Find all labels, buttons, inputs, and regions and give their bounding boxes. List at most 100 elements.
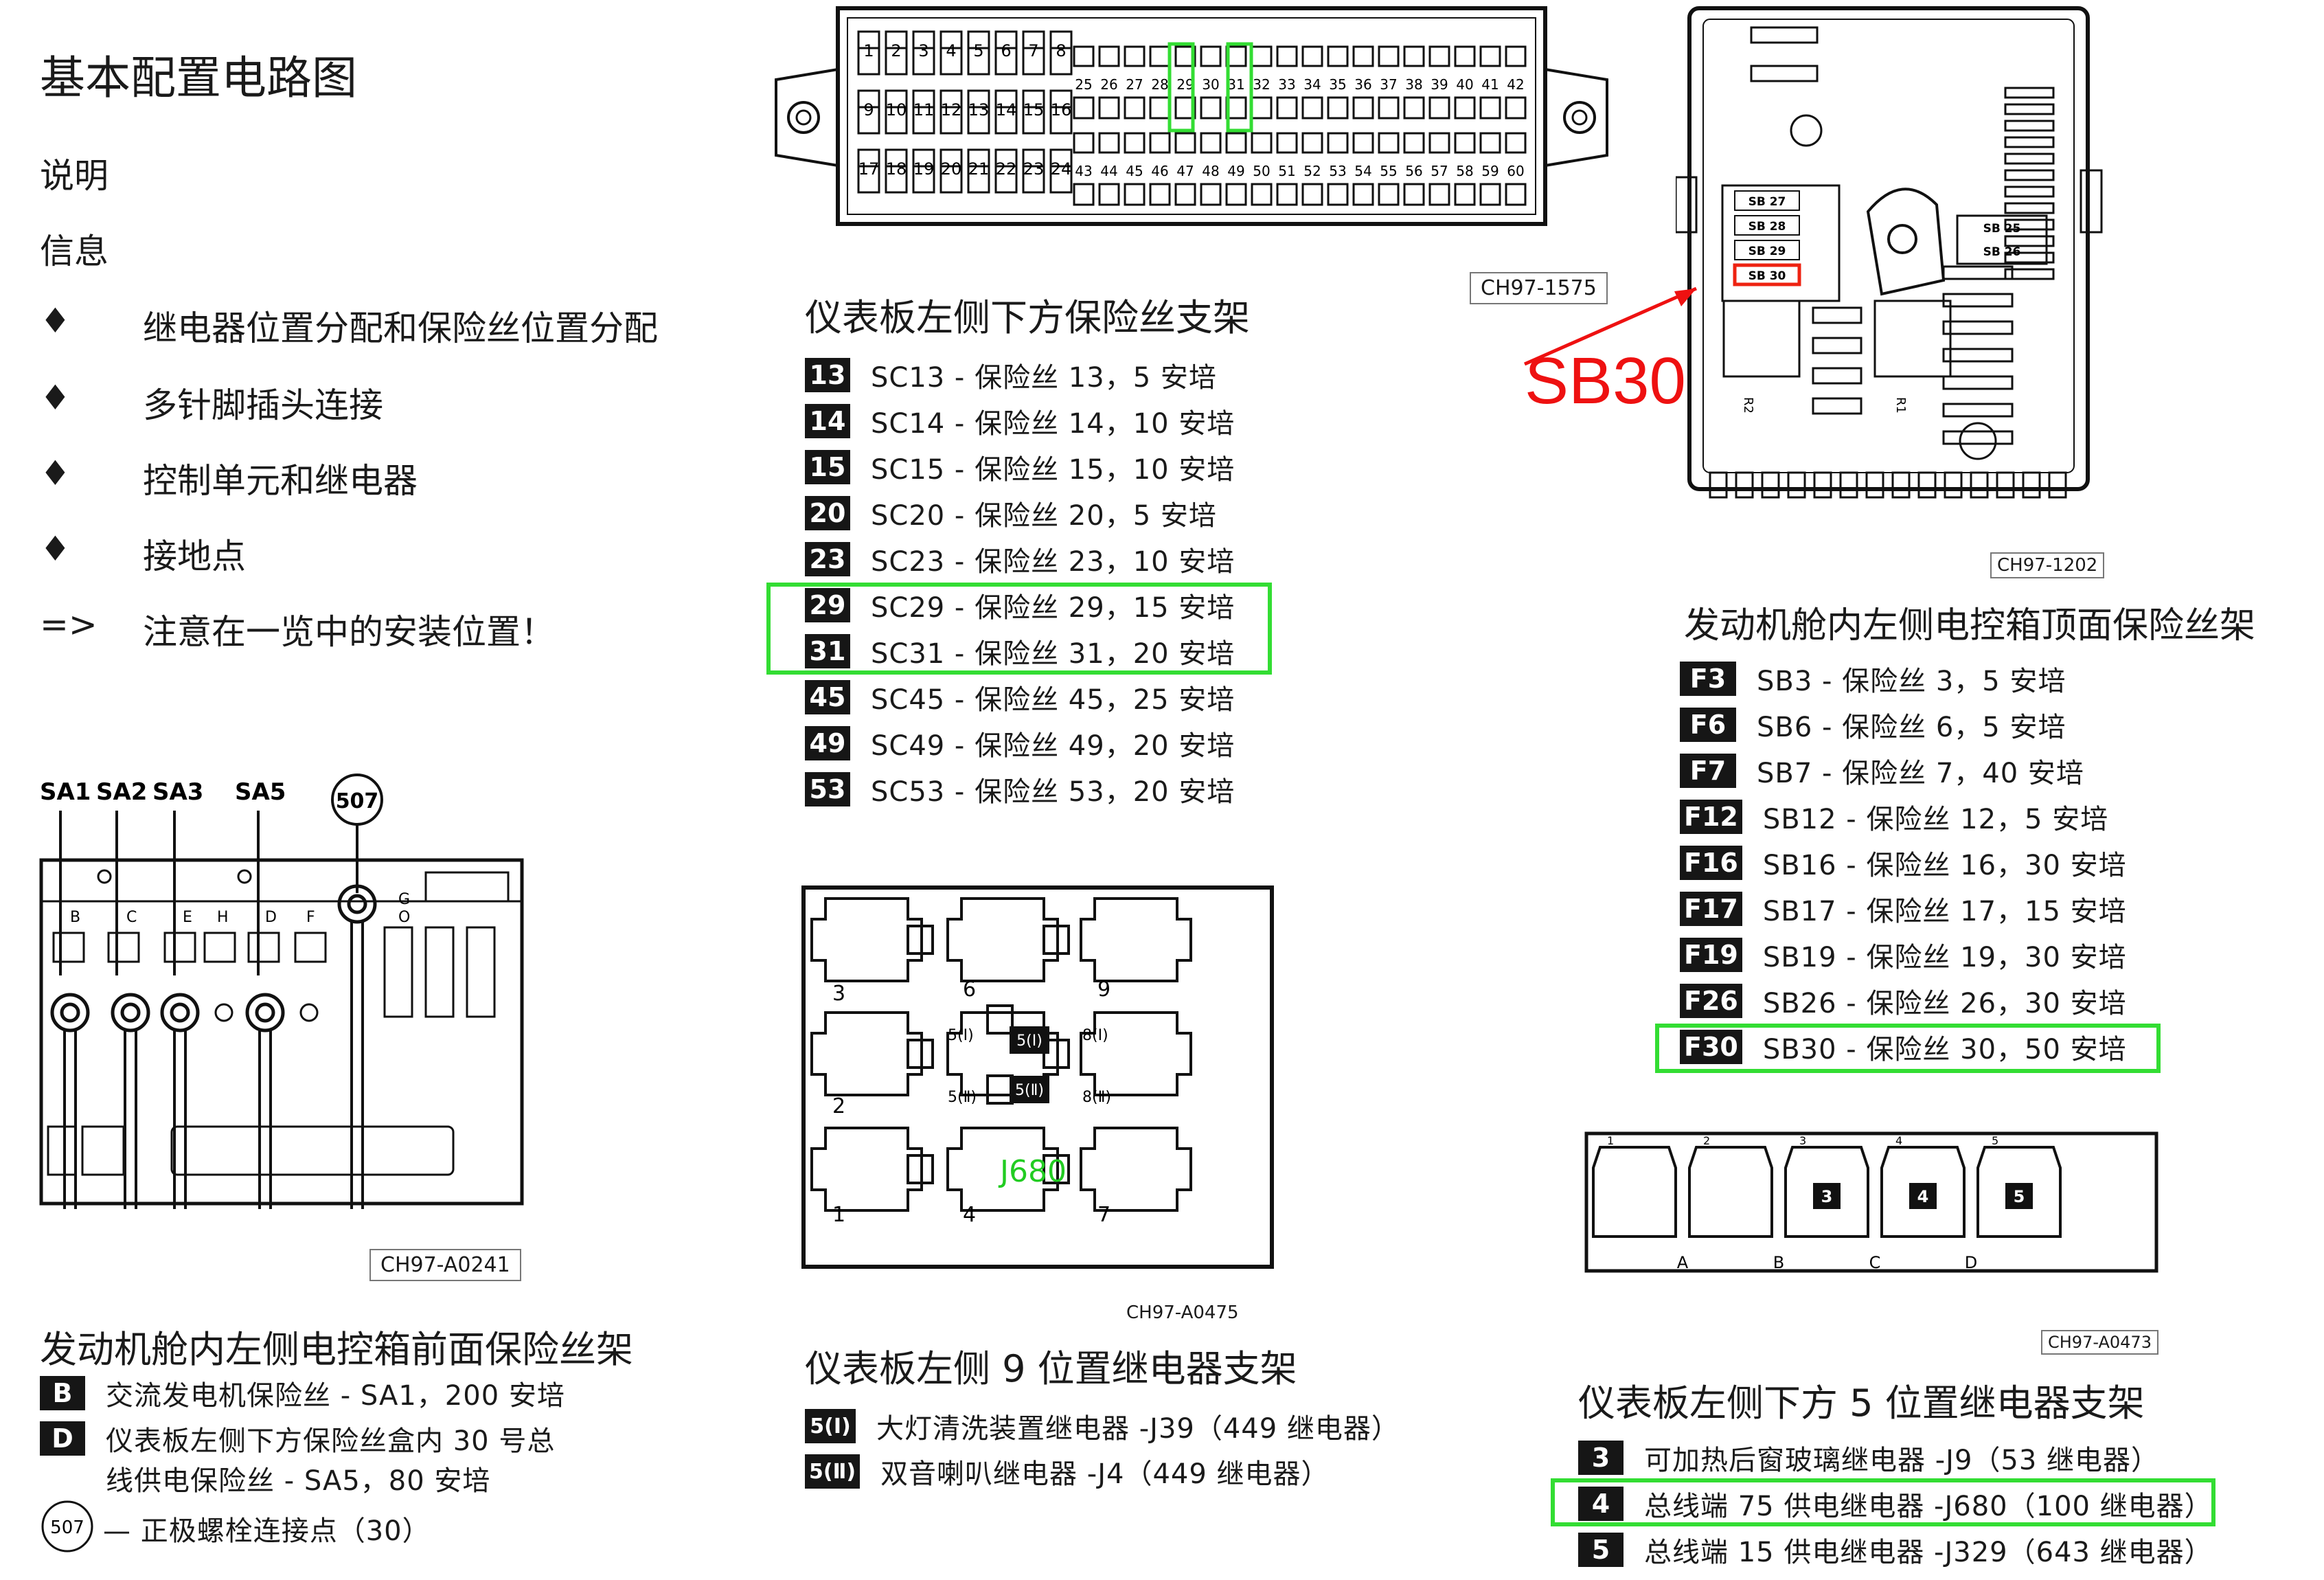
slot-letter: B [70, 909, 80, 926]
fuse-number: 18 [886, 159, 907, 179]
fuse-number: 60 [1507, 163, 1524, 179]
relay5-slot-number: 3 [1799, 1134, 1806, 1147]
sb30-callout-arrow [1523, 286, 1698, 366]
fuse-number: 48 [1202, 163, 1219, 179]
fuse-number: 34 [1303, 76, 1321, 93]
bullet-text: 注意在一览中的安装位置！ [143, 612, 555, 652]
bullet-text: 控制单元和继电器 [143, 461, 418, 501]
fuse-number: 53 [1329, 163, 1346, 179]
engine-fuse-text: SB16 - 保险丝 16，30 安培 [1762, 850, 2127, 881]
engine-fuse-text: SB19 - 保险丝 19，30 安培 [1762, 942, 2127, 973]
relay9-diagram: 3 6 9 2 1 4 7 5(Ⅰ) 5(Ⅱ) 8(Ⅰ) 8(Ⅱ) 5(Ⅰ) 5… [801, 885, 1274, 1269]
relay5-badge: 3 [1578, 1441, 1624, 1475]
label-sa3: SA3 [152, 778, 203, 806]
bullet-marker: ♦ [40, 453, 71, 493]
relay-badge: 5(Ⅱ) [1015, 1082, 1044, 1099]
relay-row-text: 双音喇叭继电器 -J4（449 继电器） [880, 1458, 1330, 1490]
circle-507-note-number: 507 [50, 1517, 84, 1538]
slot-letter: F [306, 909, 315, 926]
bullet-text: 继电器位置分配和保险丝位置分配 [143, 308, 658, 348]
engine-fuse-text: SB12 - 保险丝 12，5 安培 [1762, 804, 2109, 835]
side-letter: O [398, 909, 410, 926]
dash-fuse-text: SC20 - 保险丝 20，5 安培 [871, 500, 1217, 532]
relay5-letter: D [1965, 1253, 1977, 1272]
dash-fuse-badge: 15 [805, 450, 850, 484]
fuse-number: 45 [1126, 163, 1143, 179]
fuse-number: 5 [973, 41, 983, 60]
fuse-number: 49 [1227, 163, 1244, 179]
info-heading-1: 说明 [40, 156, 109, 196]
fuse-number: 20 [941, 159, 962, 179]
fuse-number: 55 [1380, 163, 1397, 179]
dash-fuse-text: SC31 - 保险丝 31，20 安培 [871, 638, 1235, 670]
bullet-marker: ♦ [40, 301, 71, 341]
relay5-badge: 4 [1917, 1187, 1929, 1206]
fuse-number: 50 [1253, 163, 1270, 179]
front-fuse-holder-diagram: SA1 SA2 SA3 SA5 507 B C E H D F G O [39, 774, 524, 1209]
fuse-number: 2 [891, 41, 901, 60]
relay-label: R1 [1893, 397, 1908, 414]
relay9-title: 仪表板左侧 9 位置继电器支架 [805, 1347, 1297, 1390]
fuse-number: 9 [863, 100, 874, 120]
fuse-number: 38 [1405, 76, 1422, 93]
fuse-number: 57 [1431, 163, 1448, 179]
engine-fuse-title: 发动机舱内左侧电控箱顶面保险丝架 [1684, 605, 2256, 646]
info-heading-2: 信息 [40, 232, 109, 271]
highlight-fuse-29 [1167, 42, 1195, 133]
fuse-number: 21 [968, 159, 990, 179]
fuse-number: 12 [941, 100, 962, 120]
fuse-number: 16 [1051, 100, 1072, 120]
engine-fuse-badge: F30 [1680, 1030, 1742, 1064]
fuse-number: 47 [1176, 163, 1194, 179]
sb-label: SB 28 [1748, 220, 1786, 234]
engine-fuse-badge: F12 [1680, 800, 1742, 834]
front-fuse-title: 发动机舱内左侧电控箱前面保险丝架 [40, 1328, 633, 1371]
relay5-badge: 3 [1821, 1187, 1833, 1206]
fuse-number: 6 [1001, 41, 1011, 60]
dash-fuse-text: SC49 - 保险丝 49，20 安培 [871, 730, 1235, 762]
fuse-number: 31 [1227, 76, 1244, 93]
fuse-number: 59 [1481, 163, 1499, 179]
fuse-number: 40 [1456, 76, 1473, 93]
sb-label: SB 26 [1983, 245, 2021, 259]
relay5-slot-number: 1 [1607, 1134, 1614, 1147]
relay-pos: 2 [832, 1094, 845, 1118]
dash-fuse-badge: 49 [805, 726, 850, 760]
engine-fuse-row: F12 SB12 - 保险丝 12，5 安培 [1680, 798, 2108, 836]
relay-badge: 5(Ⅰ) [805, 1409, 856, 1443]
highlight-box-sb30 [1655, 1024, 2161, 1073]
fuse-number: 7 [1028, 41, 1038, 60]
sb-label: SB 29 [1748, 245, 1786, 258]
label-sa2: SA2 [96, 778, 147, 806]
dash-fuse-text: SC45 - 保险丝 45，25 安培 [871, 684, 1235, 716]
dash-fuse-badge: 29 [805, 588, 850, 622]
fuse-number: 22 [996, 159, 1017, 179]
relay-pos: 4 [963, 1203, 976, 1227]
engine-fuse-text: SB6 - 保险丝 6，5 安培 [1757, 712, 2066, 743]
fuse-row-text: 线供电保险丝 - SA5，80 安培 [106, 1465, 491, 1497]
engine-fuse-text: SB26 - 保险丝 26，30 安培 [1762, 988, 2127, 1019]
fuse-row-text: 仪表板左侧下方保险丝盒内 30 号总 [106, 1425, 556, 1457]
ref-code: CH97-A0473 [2041, 1330, 2158, 1355]
fuse-number: 19 [913, 159, 935, 179]
relay-sub: 8(Ⅱ) [1082, 1089, 1111, 1106]
fuse-number: 10 [886, 100, 907, 120]
fuse-number: 27 [1126, 76, 1143, 93]
relay5-slot-number: 4 [1895, 1134, 1902, 1147]
fuse-number: 3 [918, 41, 929, 60]
fuse-number: 39 [1431, 76, 1448, 93]
dash-fuse-text: SC14 - 保险丝 14，10 安培 [871, 408, 1235, 440]
side-letter: G [398, 891, 410, 908]
fuse-number: 25 [1075, 76, 1092, 93]
relay5-badge: 5 [2014, 1187, 2025, 1206]
